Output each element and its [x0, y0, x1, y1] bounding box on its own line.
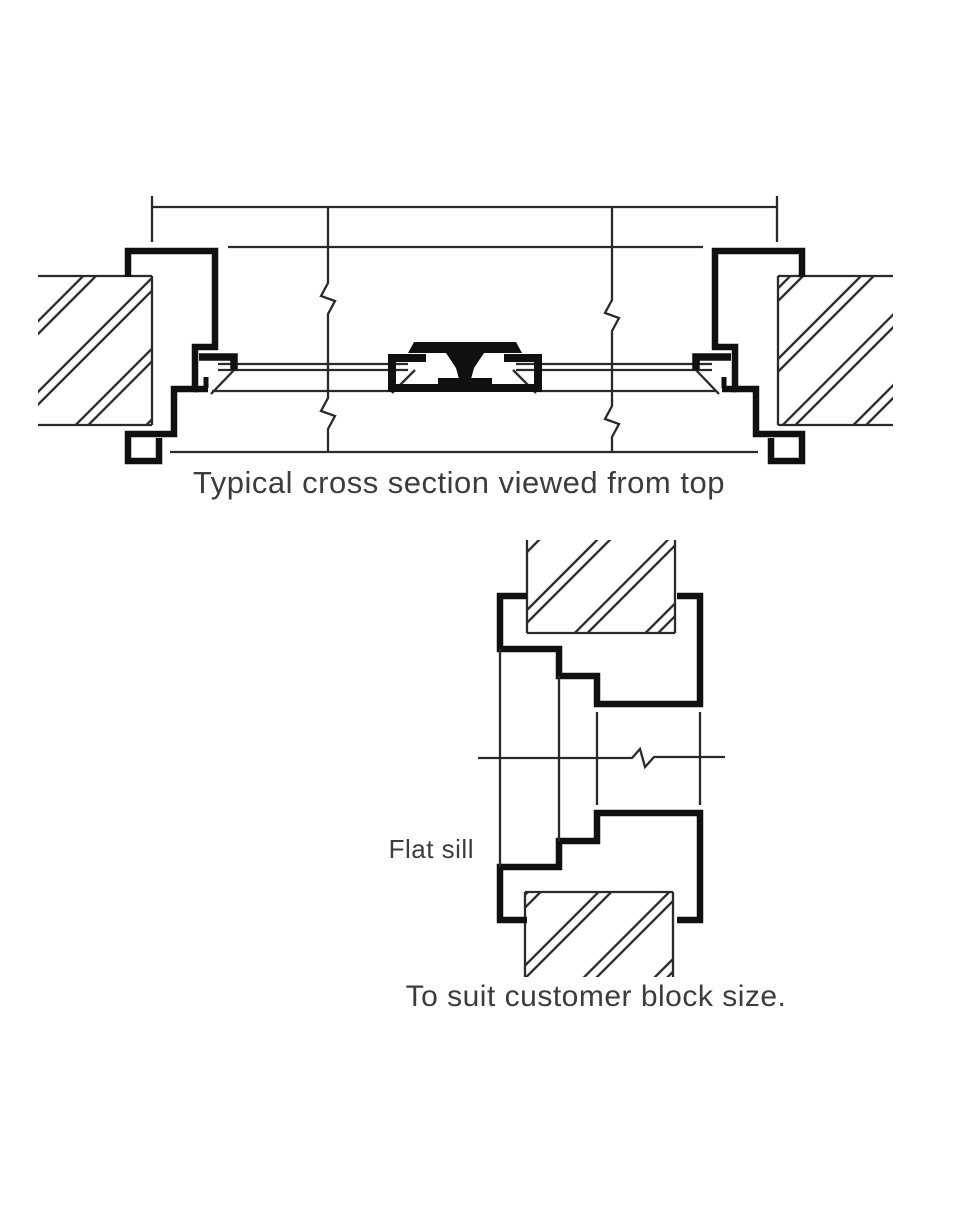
right-jamb-profile	[692, 247, 806, 465]
mullion-bottom-flange	[438, 378, 492, 392]
left-wall-hatch-block	[38, 274, 154, 427]
head-frame-profile	[496, 592, 704, 708]
cross-section-caption: Typical cross section viewed from top	[193, 465, 725, 500]
break-lines	[319, 207, 621, 452]
dimension-lines	[150, 196, 779, 249]
right-break-line	[603, 207, 621, 452]
sill-hatch-block	[523, 890, 675, 977]
cross-section-figure: Typical cross section viewed from top	[38, 196, 893, 500]
mullion-right-channel	[482, 354, 542, 392]
glazing-lines	[210, 362, 720, 395]
sill-section-caption: To suit customer block size.	[406, 980, 787, 1013]
right-glazing-arm	[692, 353, 731, 370]
mullion-left-channel	[388, 354, 450, 392]
center-mullion-profile	[388, 342, 542, 392]
left-jamb-profile	[124, 247, 238, 465]
left-glazing-arm	[199, 353, 238, 370]
left-glass-panel	[218, 362, 408, 372]
flat-sill-label: Flat sill	[389, 834, 474, 864]
sash-bevel-lines	[210, 367, 720, 395]
left-break-line	[319, 207, 337, 452]
mullion-stem	[446, 353, 484, 379]
sill-frame-profile	[496, 809, 704, 924]
horizontal-break-line	[478, 746, 725, 770]
mullion-top-flange	[408, 342, 522, 353]
right-wall-hatch-block	[776, 274, 893, 427]
head-hatch-block	[525, 540, 677, 635]
right-glass-panel	[516, 362, 712, 372]
sill-section-figure: Flat sill To suit customer block size.	[389, 540, 787, 1013]
